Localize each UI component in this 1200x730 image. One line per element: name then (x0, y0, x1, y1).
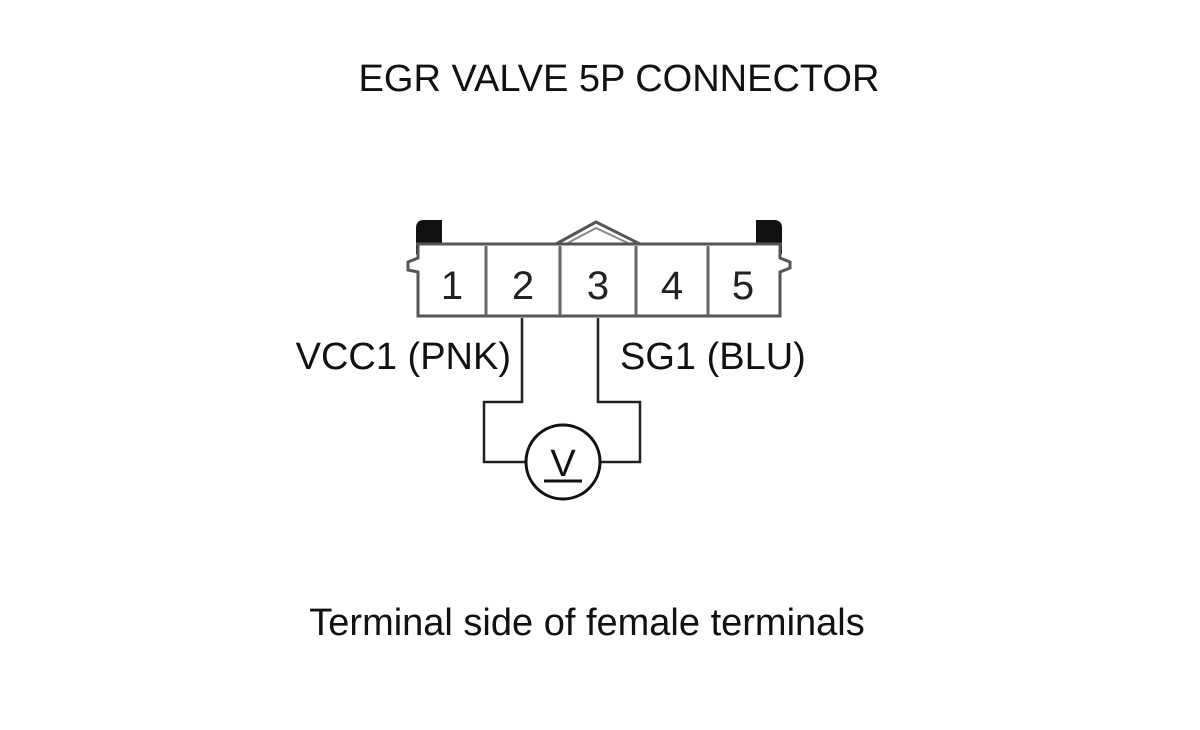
wire-pin2-vcc1 (482, 318, 526, 464)
voltmeter-symbol: V (524, 423, 602, 501)
connector-5p: 1 2 3 4 5 (406, 220, 792, 318)
vcc1-wire-label: VCC1 (PNK) (296, 336, 511, 378)
sg1-wire-label: SG1 (BLU) (620, 336, 806, 378)
voltmeter-v: V (550, 443, 576, 485)
pin-1-label: 1 (441, 264, 463, 308)
diagram-caption: Terminal side of female terminals (309, 602, 864, 644)
connector-housing (406, 242, 792, 318)
pin-2-label: 2 (512, 264, 534, 308)
diagram-title: EGR VALVE 5P CONNECTOR (359, 58, 880, 100)
pin-5-label: 5 (732, 264, 754, 308)
connector-key (416, 220, 782, 246)
wire-pin3-sg1 (596, 318, 642, 464)
pin-4-label: 4 (661, 264, 683, 308)
pin-3-label: 3 (587, 264, 609, 308)
